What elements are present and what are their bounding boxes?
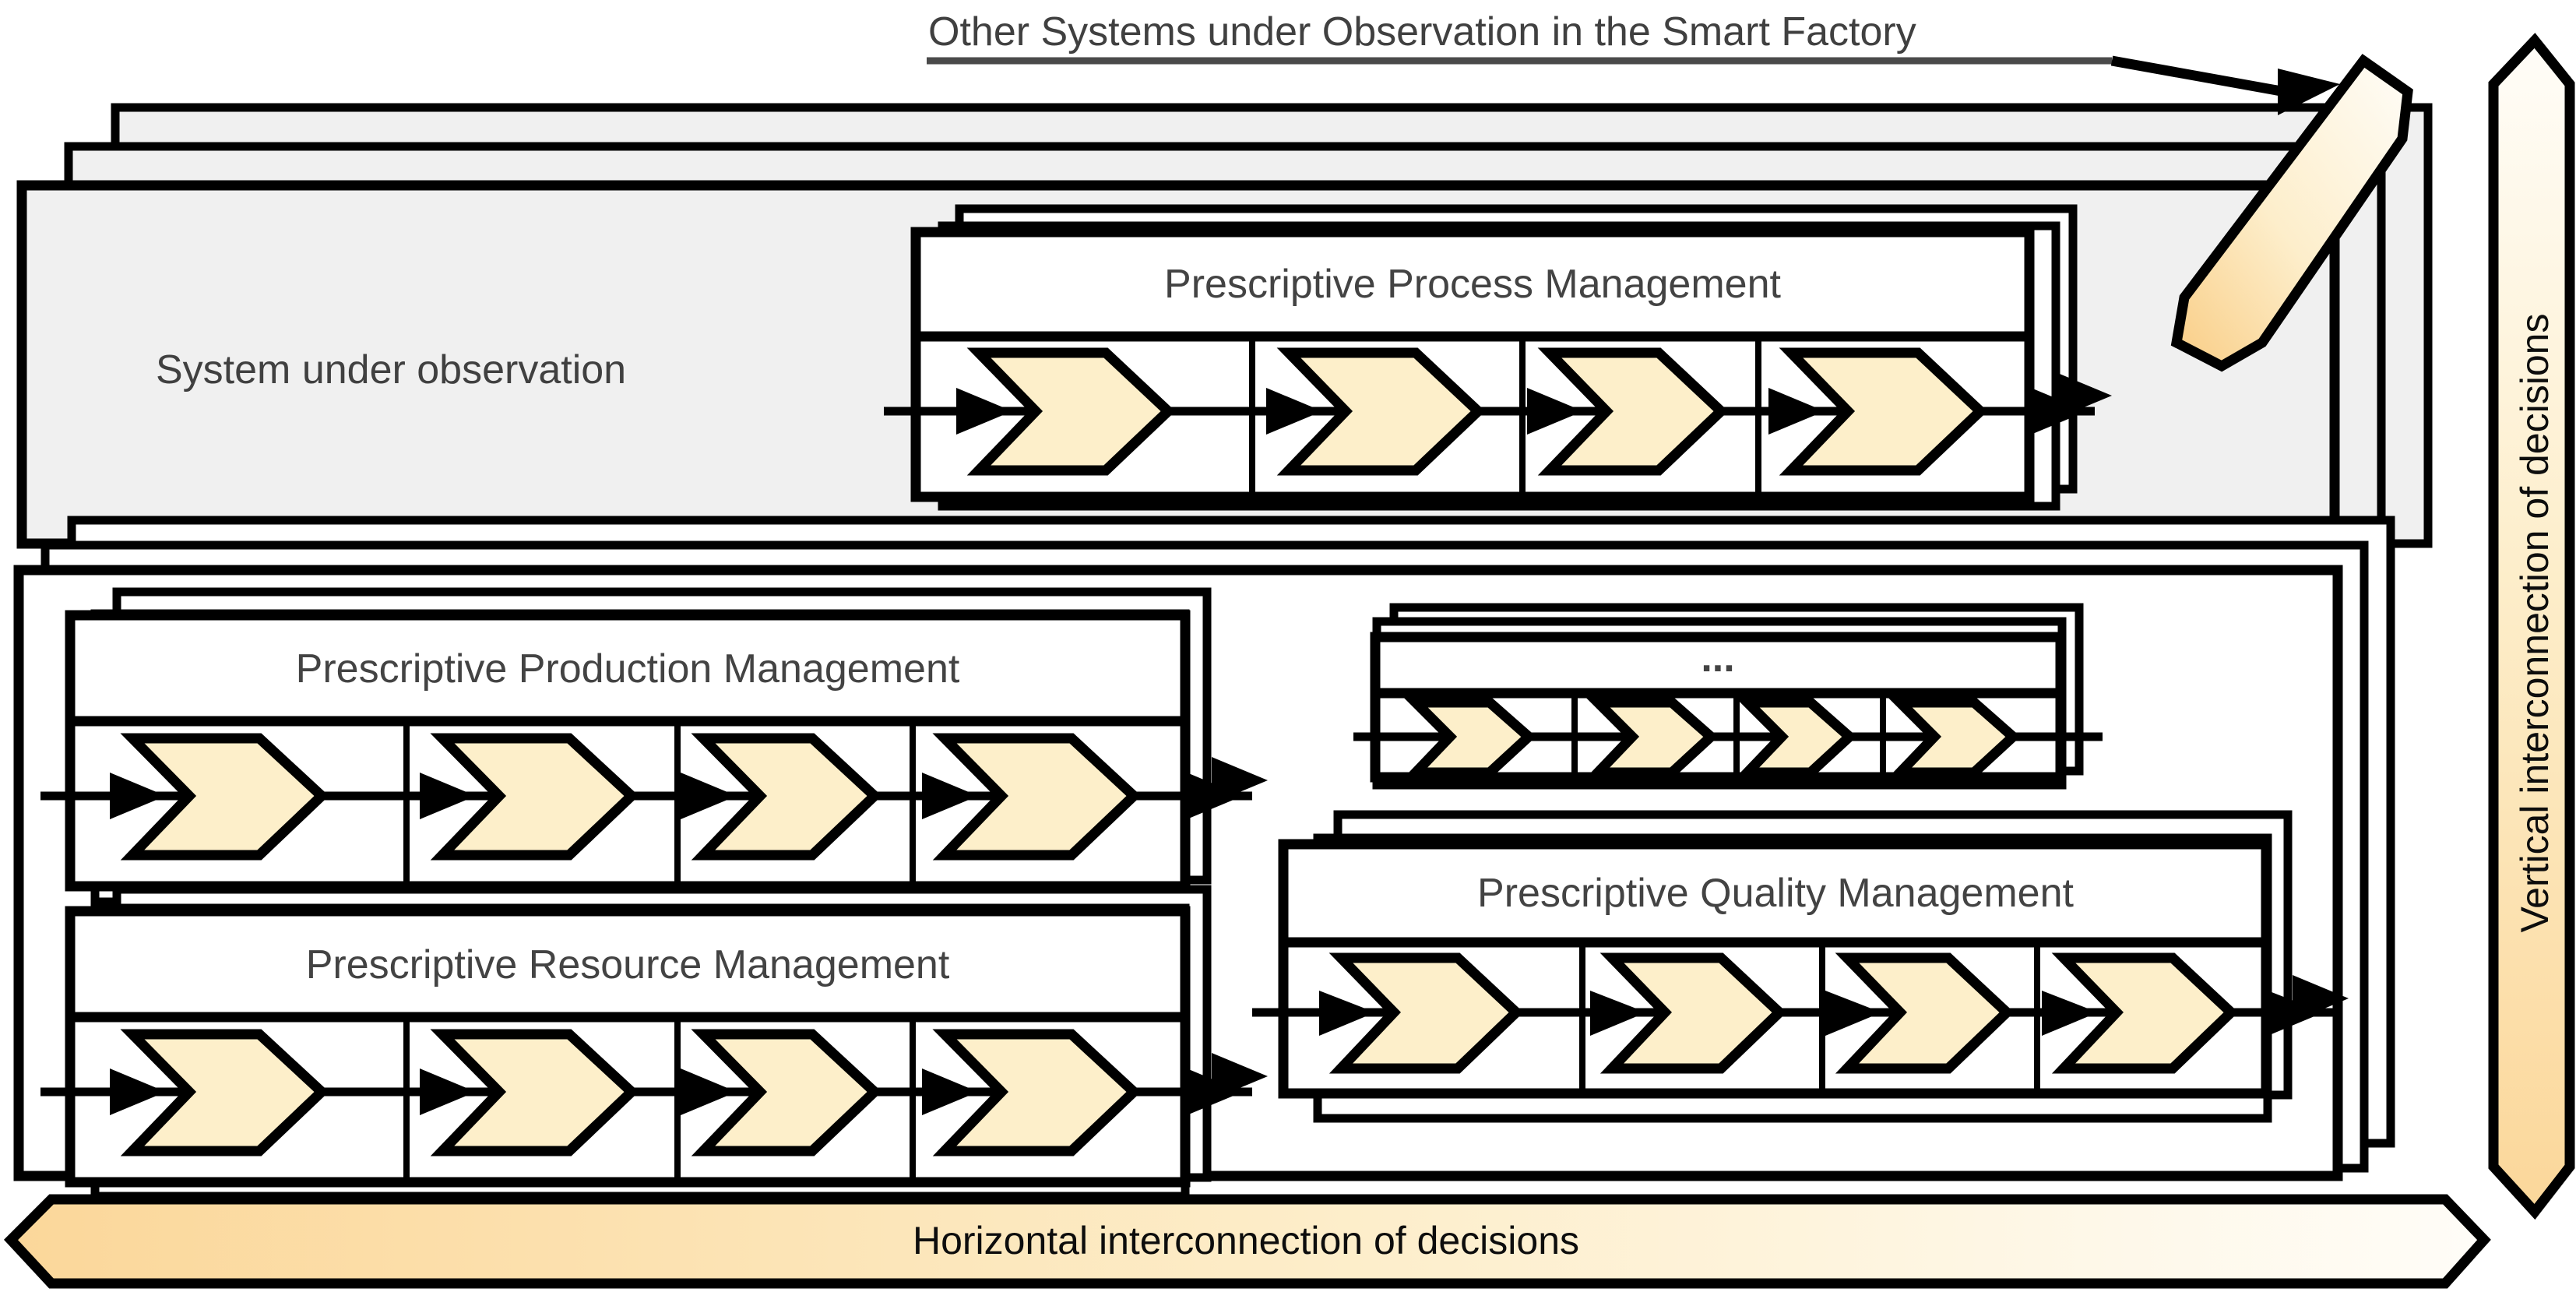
production-title: Prescriptive Production Management [296,646,960,692]
process-step-2[interactable] [1276,347,1486,476]
process-arrowhead-in-3 [1527,388,1583,435]
production-arrowhead-in-2 [420,773,476,819]
vertical-interconnection-band[interactable] [2488,33,2575,1220]
resource-arrowhead-in-2 [420,1068,476,1115]
ellipsis-step-2[interactable] [1585,697,1719,778]
resource-step-3[interactable] [691,1029,882,1156]
module-quality[interactable] [1252,810,2349,1123]
production-step-2[interactable] [430,733,639,861]
production-arrowhead-out-b [1212,757,1268,804]
quality-title: Prescriptive Quality Management [1477,871,2074,916]
production-arrowhead-in-3 [681,773,737,819]
module-ellipsis[interactable] [1353,603,2103,790]
process-step-4[interactable] [1779,347,1988,476]
callout-label: Other Systems under Observation in the S… [928,9,1916,55]
resource-arrowhead-in-4 [922,1068,978,1115]
process-step-3[interactable] [1537,347,1729,476]
resource-step-2[interactable] [430,1029,639,1156]
quality-arrowhead-in-4 [2042,991,2098,1036]
horizontal-band-label: Horizontal interconnection of decisions [913,1219,1579,1262]
quality-step-4[interactable] [2051,952,2239,1074]
ellipsis-title: ... [1701,635,1734,681]
ellipsis-step-3[interactable] [1735,697,1857,778]
system-under-observation-label: System under observation [156,347,626,393]
quality-step-2[interactable] [1599,952,1787,1074]
resource-step-4[interactable] [932,1029,1142,1156]
callout-leader-line [2110,55,2287,97]
production-step-3[interactable] [691,733,882,861]
ellipsis-step-4[interactable] [1888,697,2021,778]
process-step-1[interactable] [966,347,1176,476]
other-systems-band[interactable] [2170,54,2413,372]
quality-arrowhead-in-3 [1825,991,1881,1036]
quality-step-1[interactable] [1328,952,1524,1074]
quality-step-3[interactable] [1835,952,2015,1074]
production-step-1[interactable] [120,733,329,861]
module-resource[interactable] [40,885,1268,1201]
resource-step-1[interactable] [120,1029,329,1156]
callout-leader-arrowhead [2278,69,2340,115]
process-arrowhead-in-2 [1266,388,1322,435]
vertical-band-shape[interactable] [2488,33,2575,1220]
vertical-band-label: Vertical interconnection of decisions [2513,314,2557,933]
quality-arrowhead-in-2 [1590,991,1646,1036]
production-step-4[interactable] [932,733,1142,861]
resource-arrowhead-in-3 [681,1068,737,1115]
resource-arrowhead-out-b [1212,1053,1268,1100]
quality-arrowhead-in-1 [1319,991,1375,1036]
module-production[interactable] [40,587,1268,907]
production-arrowhead-in-4 [922,773,978,819]
production-arrowhead-in-1 [110,773,166,819]
callout-group [927,54,2413,372]
resource-title: Prescriptive Resource Management [306,942,950,987]
process-arrowhead-out-b [2056,372,2112,419]
horizontal-interconnection-band[interactable] [3,1194,2491,1289]
module-process[interactable] [884,204,2112,511]
horizontal-band-shape[interactable] [3,1194,2491,1289]
process-arrowhead-in-1 [956,388,1012,435]
process-arrowhead-in-4 [1768,388,1825,435]
resource-arrowhead-in-1 [110,1068,166,1115]
quality-arrowhead-out-b [2293,975,2349,1022]
ellipsis-step-1[interactable] [1403,697,1536,778]
process-title: Prescriptive Process Management [1164,262,1781,307]
